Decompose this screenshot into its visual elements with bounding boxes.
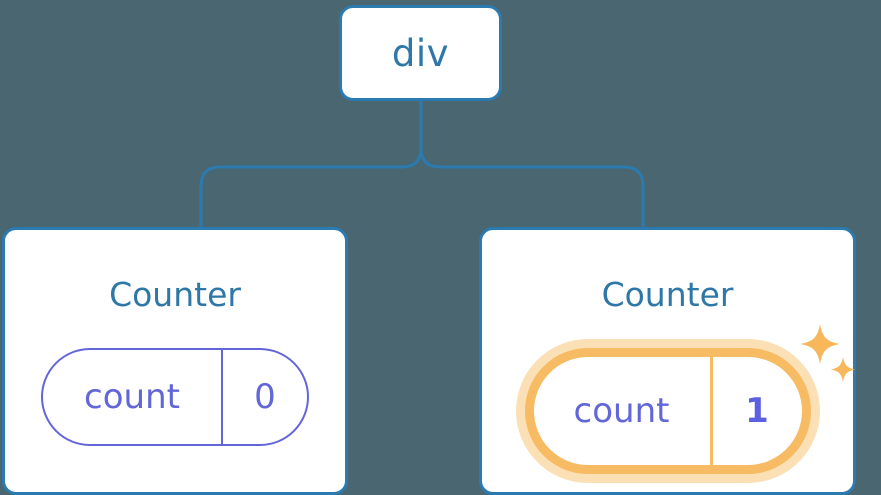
node-counter-right[interactable]: Counter count 1 xyxy=(479,227,856,495)
state-pill-divider xyxy=(221,350,223,444)
root-node-label: div xyxy=(391,31,450,75)
state-pill-key: count xyxy=(84,377,180,417)
state-pill-count-0[interactable]: count 0 xyxy=(41,348,309,446)
state-pill-divider xyxy=(709,357,713,465)
counter-left-title: Counter xyxy=(109,275,241,314)
node-root-div[interactable]: div xyxy=(339,5,502,101)
state-pill-value: 0 xyxy=(254,377,276,417)
counter-left-state-wrap: count 0 xyxy=(5,348,345,446)
state-pill-key: count xyxy=(573,391,670,431)
node-counter-left[interactable]: Counter count 0 xyxy=(2,227,348,495)
state-pill-value: 1 xyxy=(745,391,769,431)
counter-right-state-wrap: count 1 xyxy=(482,348,853,474)
counter-right-title: Counter xyxy=(601,275,734,314)
state-pill-count-1-highlighted[interactable]: count 1 xyxy=(524,348,811,474)
